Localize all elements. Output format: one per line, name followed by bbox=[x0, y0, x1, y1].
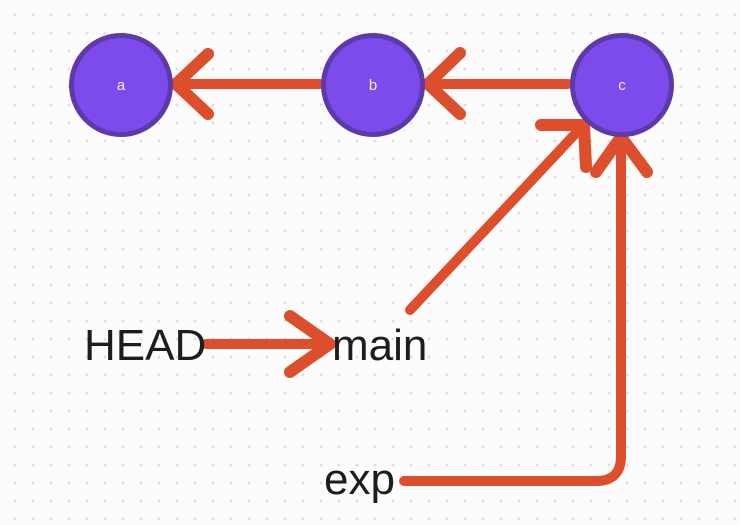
arrow-c-to-b bbox=[422, 47, 573, 120]
arrow-exp-to-c bbox=[399, 131, 653, 486]
commit-node-c: c bbox=[570, 33, 674, 137]
arrow-main-to-c bbox=[405, 119, 592, 315]
exp-branch-label: exp bbox=[324, 455, 395, 504]
main-branch-label: main bbox=[332, 321, 428, 370]
head-ref-label: HEAD bbox=[84, 321, 207, 370]
arrow-head-to-main bbox=[201, 310, 336, 378]
commit-node-b: b bbox=[321, 33, 425, 137]
commit-node-a-label: a bbox=[116, 76, 126, 94]
arrow-b-to-a bbox=[170, 48, 325, 120]
commit-node-a: a bbox=[69, 33, 173, 137]
commit-node-c-label: c bbox=[618, 76, 626, 94]
commit-node-b-label: b bbox=[368, 76, 378, 94]
